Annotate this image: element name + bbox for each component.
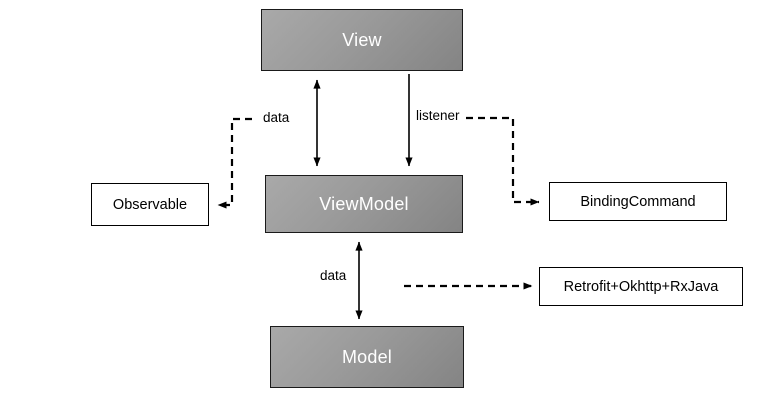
node-viewmodel[interactable]: ViewModel: [265, 175, 463, 233]
edge-label-data-observable: data: [263, 110, 290, 125]
node-observable-label: Observable: [112, 196, 188, 213]
edge-label-data-model: data: [320, 268, 347, 283]
node-viewmodel-label: ViewModel: [319, 193, 409, 214]
node-view[interactable]: View: [261, 9, 463, 71]
node-bindingcommand-label: BindingCommand: [580, 193, 696, 210]
connector-viewmodel-to-observable: [217, 117, 252, 209]
node-model-label: Model: [341, 346, 393, 367]
node-network-label: Retrofit+Okhttp+RxJava: [563, 278, 719, 295]
node-observable[interactable]: Observable: [91, 183, 209, 226]
node-model[interactable]: Model: [270, 326, 464, 388]
connector-view-to-bindingcommand: [466, 116, 540, 206]
node-bindingcommand[interactable]: BindingCommand: [549, 182, 727, 221]
node-network[interactable]: Retrofit+Okhttp+RxJava: [539, 267, 743, 306]
node-view-label: View: [342, 29, 382, 50]
edge-label-listener: listener: [416, 108, 460, 123]
